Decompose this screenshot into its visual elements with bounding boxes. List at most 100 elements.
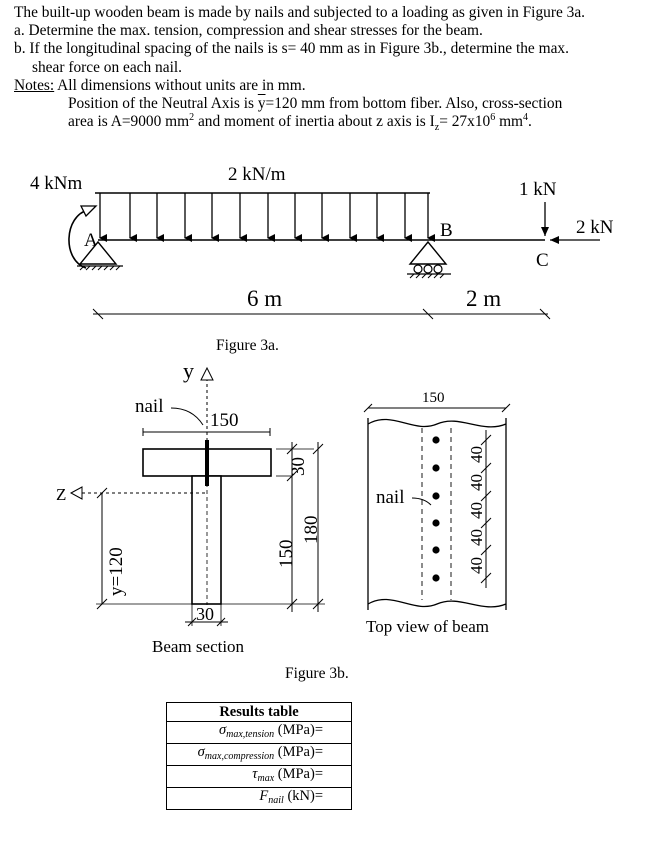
row-symbol-tension: σ (218, 722, 227, 738)
notes-line-1: Notes: All dimensions without units are … (14, 77, 664, 95)
point-c-label: C (536, 250, 549, 271)
problem-line-3: b. If the longitudinal spacing of the na… (14, 40, 569, 58)
pin-support-a (78, 240, 118, 265)
spacing-tick-3 (480, 490, 492, 502)
section-caption: Beam section (152, 637, 245, 656)
z-axis-label: Z (56, 485, 66, 504)
notes-line-3-b: and moment of inertia about z axis is I (194, 113, 435, 131)
notes-sup-2: 6 (490, 112, 496, 124)
nail-dot-4 (432, 519, 440, 527)
notes-line-3: area is A=9000 mm2 and moment of inertia… (14, 112, 664, 134)
spacing-label-4: 40 (467, 529, 486, 546)
point-load-down-label: 1 kN (519, 179, 557, 200)
ybar-tick-top (96, 487, 108, 499)
notes-line-3-d: mm (495, 113, 524, 131)
notes-line-3-c: = 27x10 (439, 113, 491, 131)
total-height-tick-top (312, 443, 324, 455)
notes-line-3-e: . (528, 113, 532, 131)
nail-dot-6 (432, 574, 440, 582)
dim-tick-c (539, 308, 551, 320)
row-unit-tension: (MPa)= (274, 722, 323, 738)
row-symbol-nail: F (259, 788, 269, 804)
top-width-tick-right (501, 403, 511, 413)
web-width-label: 30 (196, 604, 214, 624)
y-axis-label: y (183, 358, 194, 383)
nail-dot-3 (432, 492, 440, 500)
top-width-tick-left (363, 403, 373, 413)
web-width-tick-2 (216, 617, 226, 627)
row-sub-shear: max (257, 773, 275, 784)
top-view-break-bottom (367, 598, 507, 608)
top-view-caption: Top view of beam (366, 617, 489, 636)
figure-3a: 4 kNm 2 kN/m 1 kN 2 kN A (30, 164, 614, 354)
nail-top-leader (411, 497, 432, 506)
distributed-load-label: 2 kN/m (228, 164, 286, 185)
nail-dot-5 (432, 546, 440, 554)
spacing-tick-1 (480, 434, 492, 446)
spacing-tick-4 (480, 517, 492, 529)
row-unit-compression: (MPa)= (274, 744, 323, 760)
top-width-label: 150 (422, 390, 445, 406)
spacing-label-2: 40 (467, 474, 486, 491)
ground-hatch-b (409, 273, 445, 279)
results-row-shear: τmax (MPa)= (166, 765, 352, 788)
notes-text-1: All dimensions without units are in mm. (54, 76, 306, 94)
nail-label-top: nail (376, 487, 405, 508)
row-unit-shear: (MPa)= (274, 766, 323, 782)
spacing-tick-6 (480, 572, 492, 584)
problem-line-2: a. Determine the max. tension, compressi… (14, 22, 483, 40)
span-1-label: 6 m (247, 286, 282, 311)
distributed-load-arrows (99, 193, 435, 242)
top-view: 150 nail 40 40 40 40 40 Top view (363, 390, 511, 636)
spacing-label-1: 40 (467, 446, 486, 463)
point-load-horizontal-label: 2 kN (576, 217, 614, 238)
notes-line-3-a: area is A=9000 mm (68, 113, 190, 131)
notes-sup-3: 4 (523, 112, 529, 124)
results-row-nail: Fnail (kN)= (166, 787, 352, 810)
total-height-label: 180 (301, 516, 322, 545)
dim-tick-b (422, 308, 434, 320)
span-2-label: 2 m (466, 286, 501, 311)
spacing-tick-5 (480, 544, 492, 556)
flange-thk-tick-1 (286, 443, 298, 455)
notes-line-2-b: =120 mm from bottom fiber. Also, cross-s… (265, 95, 563, 113)
spacing-label-5: 40 (467, 557, 486, 574)
row-symbol-shear: τ (252, 766, 258, 782)
flange-width-label: 150 (210, 410, 239, 431)
roller-wheel-3 (433, 264, 443, 274)
results-table: Results table σmax,tension (MPa)= σmax,c… (166, 702, 352, 810)
problem-statement: The built-up wooden beam is made by nail… (14, 4, 664, 134)
problem-line-1: The built-up wooden beam is made by nail… (14, 4, 586, 21)
nail-label-section: nail (135, 396, 164, 417)
figure-3a-caption: Figure 3a. (216, 337, 279, 354)
top-view-break-top (367, 418, 507, 428)
results-row-compression: σmax,compression (MPa)= (166, 743, 352, 766)
roller-wheel-2 (423, 264, 433, 274)
ground-hatch-a (79, 265, 121, 271)
row-sub-tension: max,tension (226, 729, 275, 740)
row-unit-nail: (kN)= (283, 788, 323, 804)
results-table-title: Results table (166, 702, 352, 722)
web-width-tick-1 (187, 617, 197, 627)
notes-line-2: Position of the Neutral Axis is y=120 mm… (14, 95, 664, 113)
results-row-tension: σmax,tension (MPa)= (166, 721, 352, 744)
dim-tick-a (92, 308, 104, 320)
problem-line-4: shear force on each nail. (32, 58, 182, 76)
nail-dot-2 (432, 464, 440, 472)
z-axis-arrowhead (69, 486, 83, 500)
notes-ybar: y (257, 95, 266, 113)
nail-dot-1 (432, 436, 440, 444)
spacing-label-3: 40 (467, 502, 486, 519)
web-height-label: 150 (276, 540, 297, 569)
notes-sub-z: z (434, 122, 440, 134)
row-symbol-compression: σ (197, 744, 205, 760)
notes-label: Notes: (14, 76, 55, 94)
roller-support-b (408, 240, 448, 265)
moment-arrowhead (79, 205, 98, 218)
spacing-tick-2 (480, 462, 492, 474)
row-sub-nail: nail (268, 795, 284, 806)
ybar-label: y=120 (106, 547, 127, 596)
nail-leader-line (170, 407, 204, 426)
web-rect (191, 475, 222, 605)
